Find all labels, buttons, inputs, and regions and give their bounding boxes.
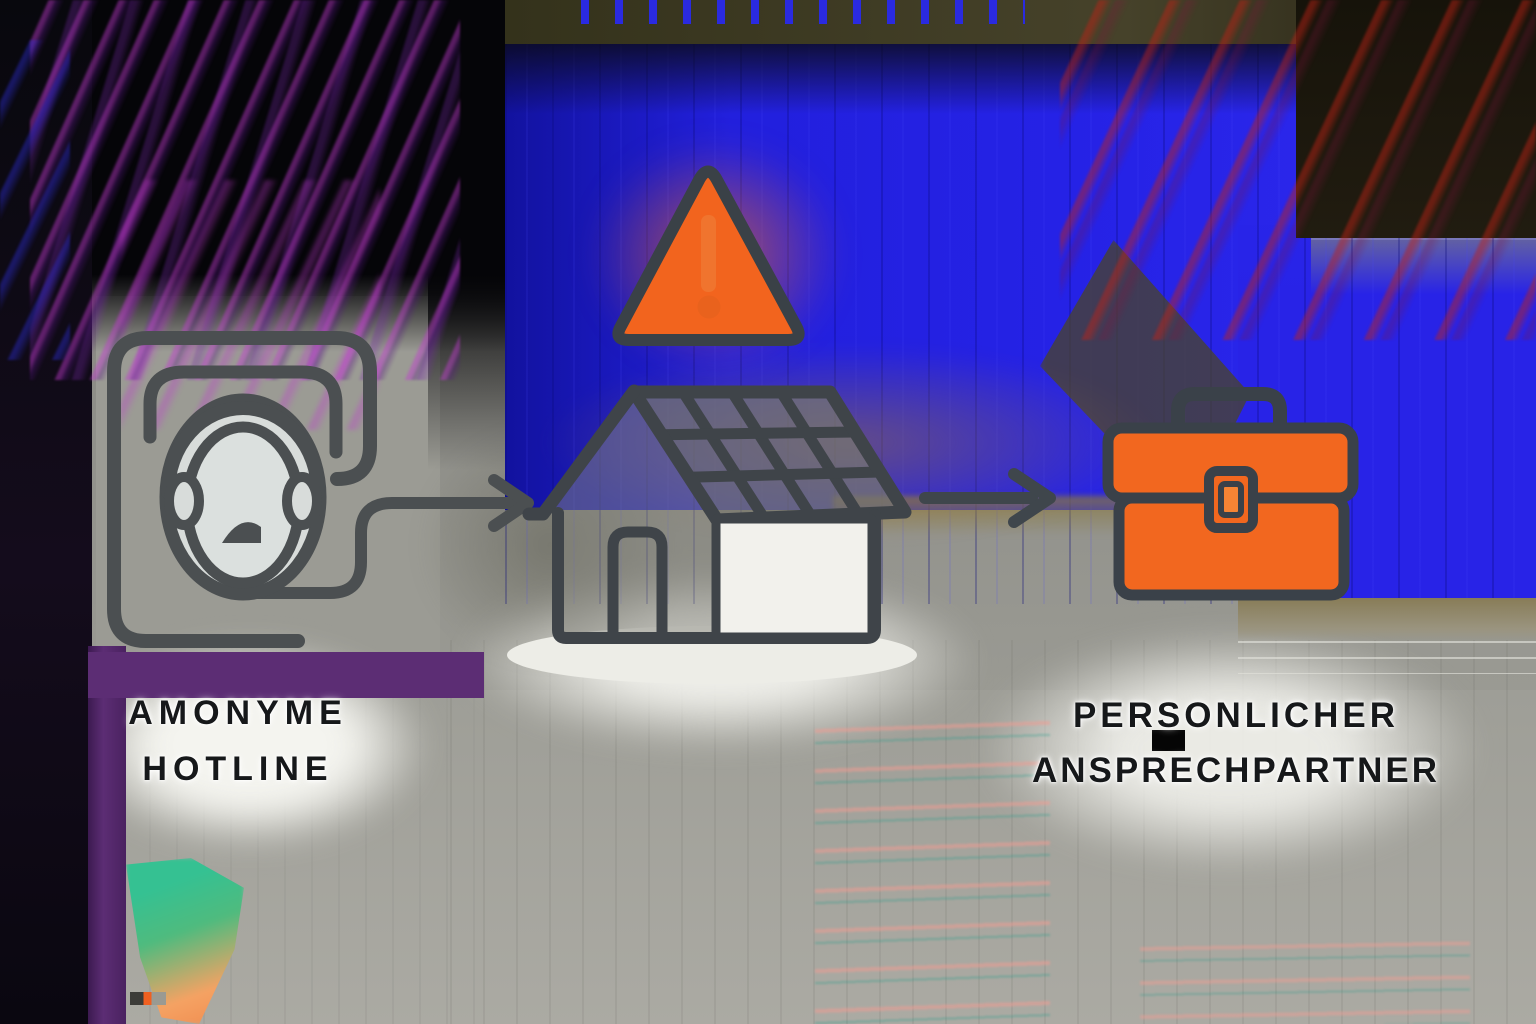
glitch-dash	[130, 992, 166, 1005]
glitch-purple-streaks	[30, 0, 460, 380]
exclamation-bar	[701, 215, 716, 292]
glitch-dark-corner	[1296, 0, 1536, 238]
briefcase-icon	[1102, 387, 1359, 601]
glitch-left-column	[0, 0, 92, 1024]
briefcase-clasp-inner	[1218, 481, 1244, 518]
glitch-black-square	[1152, 730, 1185, 751]
headset-agent-icon	[107, 331, 534, 648]
glitch-red-streaks	[1060, 0, 1536, 340]
contact-label-line2: ANSPRECHPARTNER	[1032, 751, 1440, 790]
contact-label: PERSONLICHER ANSPRECHPARTNER	[1006, 696, 1466, 791]
glitch-purple-band	[88, 652, 484, 698]
hotline-label-line1: AMONYME	[128, 694, 348, 732]
briefcase-handle	[1171, 387, 1287, 430]
glitch-salmon-streaks	[815, 718, 1050, 1024]
house-door	[607, 526, 668, 644]
warning-triangle-icon	[612, 165, 805, 346]
glitch-blue-topfade	[505, 44, 1311, 114]
glitch-blue-wisps	[0, 40, 70, 360]
hotline-label-line2: HOTLINE	[142, 750, 334, 788]
exclamation-dot	[697, 295, 721, 319]
glitch-horizontal-lines	[1238, 632, 1536, 674]
white-wall	[711, 514, 877, 642]
solar-house-icon	[522, 384, 912, 644]
arrow-hotline-to-house	[488, 474, 534, 532]
glitch-black-column	[428, 0, 512, 470]
chin-mark	[222, 522, 261, 543]
glitch-blue-dashes	[555, 0, 1025, 24]
glitch-purple-column	[88, 646, 126, 1024]
glitch-salmon-streaks-2	[1140, 938, 1470, 1024]
arrow-house-to-briefcase	[919, 468, 1056, 528]
contact-label-line1: PERSONLICHER	[1072, 696, 1400, 735]
hotline-label: AMONYME HOTLINE	[78, 694, 398, 789]
